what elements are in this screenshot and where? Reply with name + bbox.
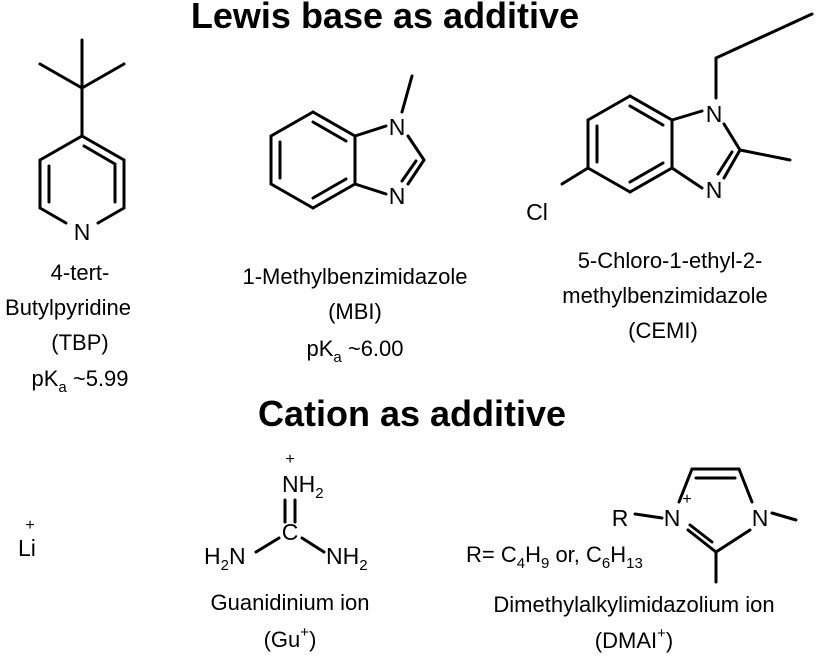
dmai-structure: R N + N [612,467,798,584]
bond [311,110,357,138]
bond [586,166,632,194]
cemi-structure: N N Cl [526,12,814,225]
bond [311,177,348,200]
bond [38,62,84,90]
bond [38,134,84,162]
bond [670,109,704,122]
cemi-name-line2: methylbenzimidazole [562,283,767,308]
bond [560,166,590,186]
bond [628,104,665,127]
bond [628,161,665,184]
tbp-name-line1: 4-tert- [51,260,110,285]
bond [770,511,798,522]
nitrogen-atom: N [389,183,406,209]
guanidinium-abbreviation: (Gu+) [264,624,317,652]
heading-lewis-base: Lewis base as additive [191,0,579,36]
nitrogen-atom: N [664,505,681,531]
bond [96,206,126,225]
bond [353,124,388,138]
positive-charge: + [682,491,691,508]
bond [628,94,674,122]
nitrogen-atom: N [706,101,723,127]
bond [82,144,117,166]
bond [300,536,326,554]
tbp-name-line2: Butylpyridine [5,295,131,320]
bond [714,528,752,554]
nitrogen-atom: N [74,219,91,245]
mbi-structure: N N [269,74,426,210]
dmai-abbreviation: (DMAI+) [595,625,673,653]
positive-charge: + [285,451,294,468]
chlorine-atom: Cl [526,199,548,225]
dmai-r-definition: R= C4H9 or, C6H13 [466,542,643,572]
carbon-atom: C [282,519,299,545]
bond [406,158,426,186]
bond [269,182,315,210]
mbi-name: 1-Methylbenzimidazole [243,264,468,289]
bond [633,512,664,520]
bond [311,182,357,210]
bond [670,166,704,190]
bond [406,134,426,162]
bond [677,467,694,504]
r-group: R [612,505,629,531]
nh2-top: NH2 [282,471,324,502]
bond [80,62,126,90]
nh2-right: NH2 [326,543,368,574]
guanidinium-structure: + NH2 C H2N NH2 [204,451,368,574]
h2n-left: H2N [204,543,246,574]
mbi-pka: pKa ~6.00 [306,336,403,366]
guanidinium-name: Guanidinium ion [211,590,370,615]
bond [400,159,418,183]
bond [586,94,632,122]
bond [686,528,718,554]
nitrogen-atom: N [389,114,406,140]
tbp-abbreviation: (TBP) [51,330,108,355]
bond [254,536,281,554]
bond [353,182,388,196]
bond [722,148,742,180]
nitrogen-atom: N [752,505,769,531]
heading-cation: Cation as additive [258,393,566,434]
bond [688,523,714,544]
dmai-name: Dimethylalkylimidazolium ion [493,592,774,617]
bond [400,74,414,114]
nitrogen-atom: N [706,177,723,203]
bond [737,467,754,504]
bond [38,206,68,225]
bond [714,12,814,60]
tbp-pka: pKa ~5.99 [31,366,128,396]
bond [722,122,742,152]
mbi-abbreviation: (MBI) [328,299,382,324]
tbp-structure: N [38,38,126,245]
cemi-abbreviation: (CEMI) [628,318,698,343]
lithium-charge: + [25,517,34,534]
lithium-ion: Li [18,535,36,561]
bond [716,150,734,176]
bond [269,110,315,138]
bond [738,148,792,162]
bond [311,120,348,143]
bond [80,134,126,162]
cemi-name-line1: 5-Chloro-1-ethyl-2- [578,248,763,273]
bond [628,166,674,194]
